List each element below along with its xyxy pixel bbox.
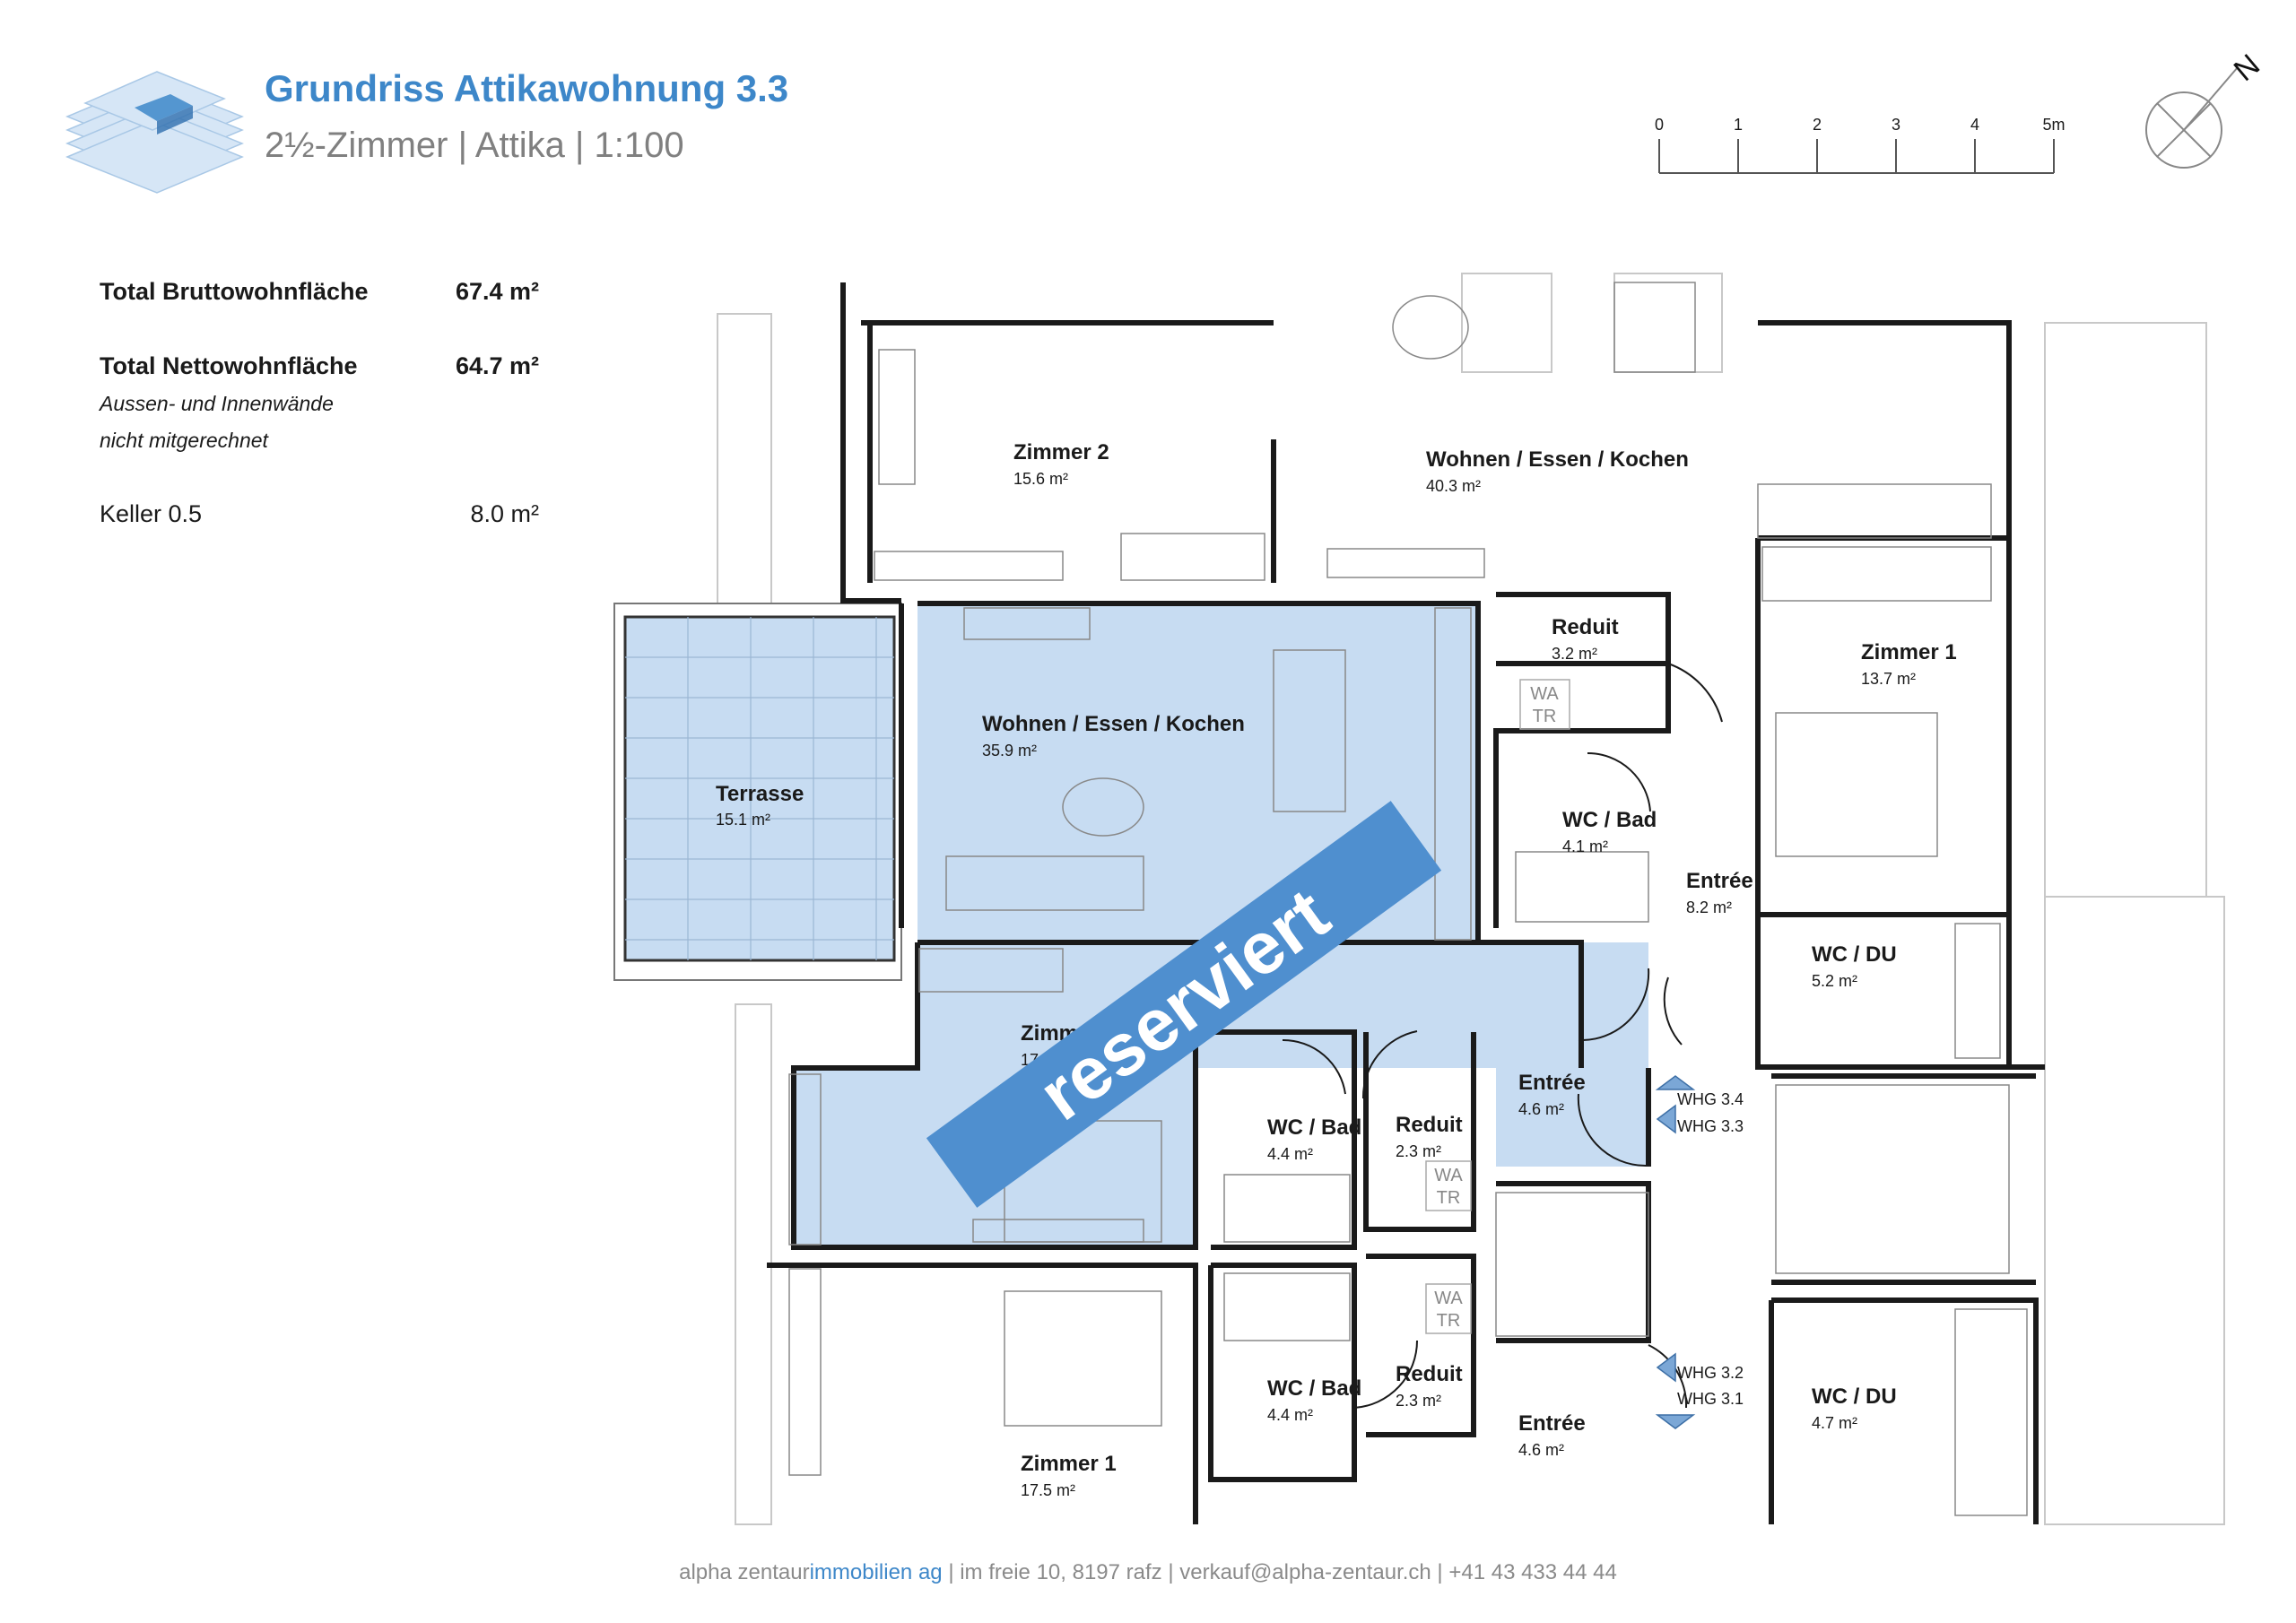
wa-label: WA <box>1434 1289 1463 1308</box>
page-title: Grundriss Attikawohnung 3.3 <box>265 67 789 109</box>
room-area-reduit-top: 3.2 m² <box>1552 645 1597 663</box>
brutto-value: 67.4 m² <box>455 278 539 305</box>
terrasse-area <box>613 603 902 981</box>
room-name-reduit-top: Reduit <box>1552 615 1619 639</box>
area-note-line2: nicht mitgerechnet <box>100 429 268 452</box>
scale-tick-3: 3 <box>1892 116 1900 134</box>
whg-3-3-label: WHG 3.3 <box>1677 1117 1744 1135</box>
room-area-terrasse: 15.1 m² <box>716 811 770 829</box>
footer-company: alpha zentaur <box>679 1560 810 1584</box>
footer-contact: | im freie 10, 8197 rafz | verkauf@alpha… <box>942 1560 1617 1584</box>
page-subtitle: 2½-Zimmer | Attika | 1:100 <box>265 126 684 165</box>
room-area-entree-mid: 4.6 m² <box>1518 1100 1564 1118</box>
room-area-wc-bad-top: 4.1 m² <box>1562 838 1608 855</box>
unit-markers <box>1655 1075 1696 1429</box>
scale-tick-4: 4 <box>1970 116 1979 134</box>
whg-3-4-label: WHG 3.4 <box>1677 1090 1744 1108</box>
room-name-entree-right: Entrée <box>1686 869 1753 893</box>
room-area-entree-right: 8.2 m² <box>1686 898 1732 916</box>
wa-label: WA <box>1434 1166 1463 1185</box>
scale-tick-2: 2 <box>1813 116 1822 134</box>
room-name-zimmer1-low: Zimmer 1 <box>1021 1452 1117 1476</box>
walls <box>767 282 2045 1524</box>
room-area-wc-du-right: 5.2 m² <box>1812 972 1857 990</box>
whg-3-2-label: WHG 3.2 <box>1677 1364 1744 1382</box>
scale-tick-1: 1 <box>1734 116 1743 134</box>
room-area-reduit-low: 2.3 m² <box>1396 1392 1441 1410</box>
room-area-zimmer1-low: 17.5 m² <box>1021 1481 1075 1499</box>
area-note-line1: Aussen- und Innenwände <box>100 392 334 415</box>
footer-brand: immobilien ag <box>809 1560 943 1584</box>
footer: alpha zentaurimmobilien ag | im freie 10… <box>0 1560 2296 1585</box>
room-area-entree-low: 4.6 m² <box>1518 1441 1564 1459</box>
room-name-entree-mid: Entrée <box>1518 1071 1586 1095</box>
room-name-entree-low: Entrée <box>1518 1411 1586 1436</box>
room-name-reduit-mid: Reduit <box>1396 1113 1463 1137</box>
scale-tick-5m: 5m <box>2042 116 2065 134</box>
room-name-wohnen-top: Wohnen / Essen / Kochen <box>1426 447 1689 472</box>
room-name-wohnen-main: Wohnen / Essen / Kochen <box>982 712 1245 736</box>
scale-bar: 0 1 2 3 4 5m <box>1655 116 2066 174</box>
brutto-label: Total Bruttowohnfläche <box>100 278 369 305</box>
room-name-reduit-low: Reduit <box>1396 1362 1463 1386</box>
room-area-wc-du-low: 4.7 m² <box>1812 1414 1857 1432</box>
netto-value: 64.7 m² <box>455 352 539 379</box>
room-area-zimmer2: 15.6 m² <box>1013 470 1068 488</box>
north-arrow-icon: N <box>2145 48 2265 169</box>
keller-value: 8.0 m² <box>470 500 539 527</box>
wa-label: WA <box>1530 684 1559 704</box>
room-area-reduit-mid: 2.3 m² <box>1396 1142 1441 1160</box>
room-area-wc-bad-low: 4.4 m² <box>1267 1406 1313 1424</box>
room-name-wc-bad-mid: WC / Bad <box>1267 1115 1361 1140</box>
room-area-wohnen-top: 40.3 m² <box>1426 477 1481 495</box>
room-area-wc-bad-mid: 4.4 m² <box>1267 1145 1313 1163</box>
room-name-terrasse: Terrasse <box>716 782 804 806</box>
netto-label: Total Nettowohnfläche <box>100 352 358 379</box>
room-name-zimmer1-right: Zimmer 1 <box>1861 640 1957 664</box>
room-area-wohnen-main: 35.9 m² <box>982 742 1037 759</box>
scale-tick-0: 0 <box>1655 116 1664 134</box>
tr-label: TR <box>1533 707 1557 726</box>
wa-tr-box: WA TR WA TR WA TR <box>1425 679 1570 1334</box>
whg-3-1-label: WHG 3.1 <box>1677 1390 1744 1408</box>
tr-label: TR <box>1437 1311 1461 1331</box>
doors <box>1282 663 1723 1409</box>
room-name-zimmer2: Zimmer 2 <box>1013 440 1109 464</box>
tr-label: TR <box>1437 1188 1461 1208</box>
keller-label: Keller 0.5 <box>100 500 203 527</box>
room-area-zimmer1-right: 13.7 m² <box>1861 670 1916 688</box>
room-name-wc-du-low: WC / DU <box>1812 1384 1897 1409</box>
room-name-wc-du-right: WC / DU <box>1812 942 1897 967</box>
room-name-wc-bad-top: WC / Bad <box>1562 808 1657 832</box>
building-logo <box>65 71 244 194</box>
room-name-wc-bad-low: WC / Bad <box>1267 1376 1361 1401</box>
